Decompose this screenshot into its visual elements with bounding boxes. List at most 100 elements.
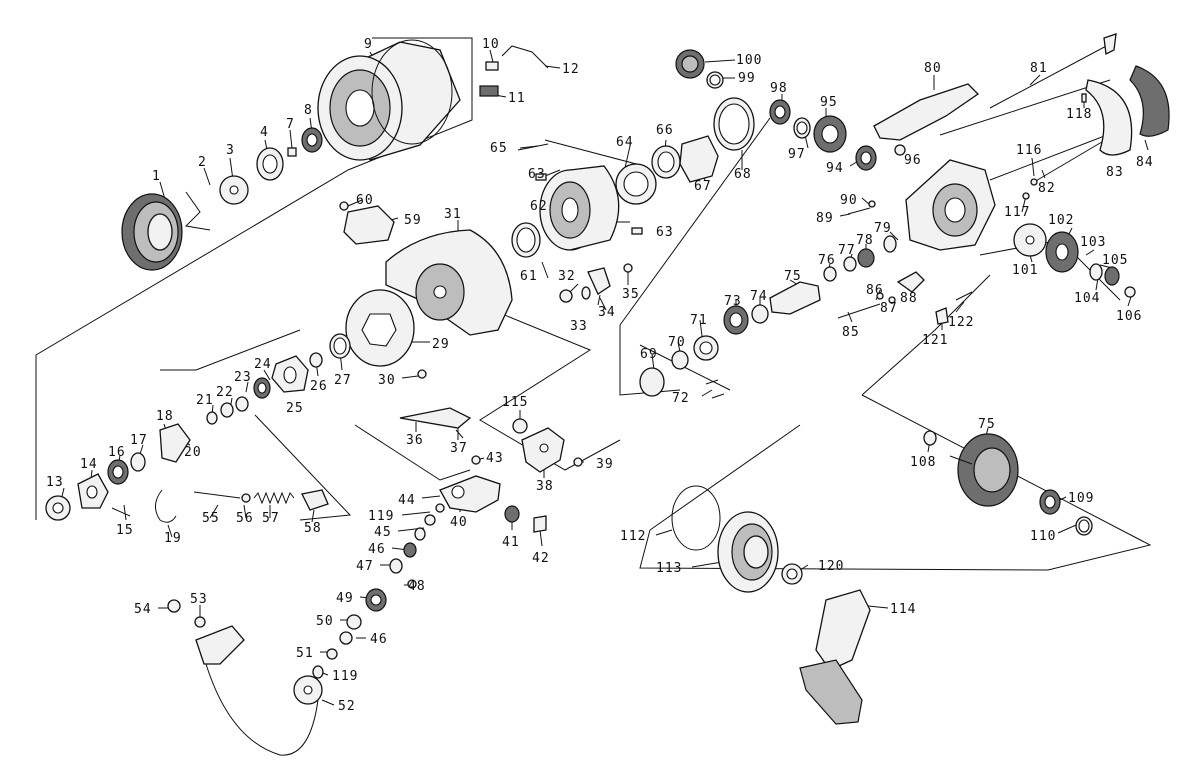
label-22: 22 [216,385,234,400]
label-77: 77 [838,243,856,258]
label-45: 45 [374,525,392,540]
label-82: 82 [1038,181,1056,196]
label-52: 52 [338,699,356,714]
body-assembly [45,201,633,523]
label-63a: 63 [528,167,546,182]
label-106: 106 [1116,309,1142,324]
label-50: 50 [316,614,334,629]
label-26: 26 [310,379,328,394]
label-57: 57 [262,511,280,526]
assembly-boundaries [35,37,1152,571]
label-62: 62 [530,199,548,214]
label-112: 112 [620,529,646,544]
label-30: 30 [378,373,396,388]
label-71: 71 [690,313,708,328]
label-122: 122 [948,315,974,330]
label-46b: 46 [370,632,388,647]
label-75a: 75 [784,269,802,284]
label-79: 79 [874,221,892,236]
label-23: 23 [234,370,252,385]
label-61: 61 [520,269,538,284]
label-110: 110 [1030,529,1056,544]
label-69: 69 [640,347,658,362]
label-85: 85 [842,325,860,340]
label-56: 56 [236,511,254,526]
label-98: 98 [770,81,788,96]
label-59: 59 [404,213,422,228]
leader-lines [59,49,1149,706]
label-65: 65 [490,141,508,156]
label-49: 49 [336,591,354,606]
label-55: 55 [202,511,220,526]
label-78: 78 [856,233,874,248]
label-40: 40 [450,515,468,530]
label-32: 32 [558,269,576,284]
label-86: 86 [866,283,884,298]
label-74: 74 [750,289,768,304]
label-95: 95 [820,95,838,110]
part-labels: 1 2 3 4 7 8 9 10 11 12 13 14 15 16 17 18… [46,37,1154,714]
label-80: 80 [924,61,942,76]
label-96: 96 [904,153,922,168]
label-115: 115 [502,395,528,410]
label-72: 72 [672,391,690,406]
label-31: 31 [444,207,462,222]
label-13: 13 [46,475,64,490]
label-104: 104 [1074,291,1100,306]
label-1: 1 [152,169,161,184]
label-109: 109 [1068,491,1094,506]
label-68: 68 [734,167,752,182]
label-83: 83 [1106,165,1124,180]
label-29: 29 [432,337,450,352]
label-76: 76 [818,253,836,268]
label-118: 118 [1066,107,1092,122]
label-58: 58 [304,521,322,536]
label-16: 16 [108,445,126,460]
label-41: 41 [502,535,520,550]
label-73: 73 [724,294,742,309]
label-25: 25 [286,401,304,416]
label-100: 100 [736,53,762,68]
label-108: 108 [910,455,936,470]
label-54: 54 [134,602,152,617]
label-18: 18 [156,409,174,424]
label-84: 84 [1136,155,1154,170]
label-103: 103 [1080,235,1106,250]
label-99: 99 [738,71,756,86]
label-46a: 46 [368,542,386,557]
label-64: 64 [616,135,634,150]
frame-assembly [639,33,1170,399]
label-120: 120 [818,559,844,574]
label-67: 67 [694,179,712,194]
rotor-assembly [511,49,906,258]
spool-assembly [121,39,549,271]
label-70: 70 [668,335,686,350]
label-4: 4 [260,125,269,140]
label-97: 97 [788,147,806,162]
label-119b: 119 [332,669,358,684]
label-42: 42 [532,551,550,566]
label-2: 2 [198,155,207,170]
label-66: 66 [656,123,674,138]
label-37: 37 [450,441,468,456]
label-47: 47 [356,559,374,574]
label-33: 33 [570,319,588,334]
label-75b: 75 [978,417,996,432]
label-121: 121 [922,333,948,348]
label-19: 19 [164,531,182,546]
label-60: 60 [356,193,374,208]
label-24: 24 [254,357,272,372]
label-8: 8 [304,103,313,118]
label-44: 44 [398,493,416,508]
label-81: 81 [1030,61,1048,76]
label-14: 14 [80,457,98,472]
label-51: 51 [296,646,314,661]
label-87: 87 [880,301,898,316]
label-11: 11 [508,91,526,106]
label-89: 89 [816,211,834,226]
label-38: 38 [536,479,554,494]
label-3: 3 [226,143,235,158]
label-48: 48 [408,579,426,594]
label-63b: 63 [656,225,674,240]
